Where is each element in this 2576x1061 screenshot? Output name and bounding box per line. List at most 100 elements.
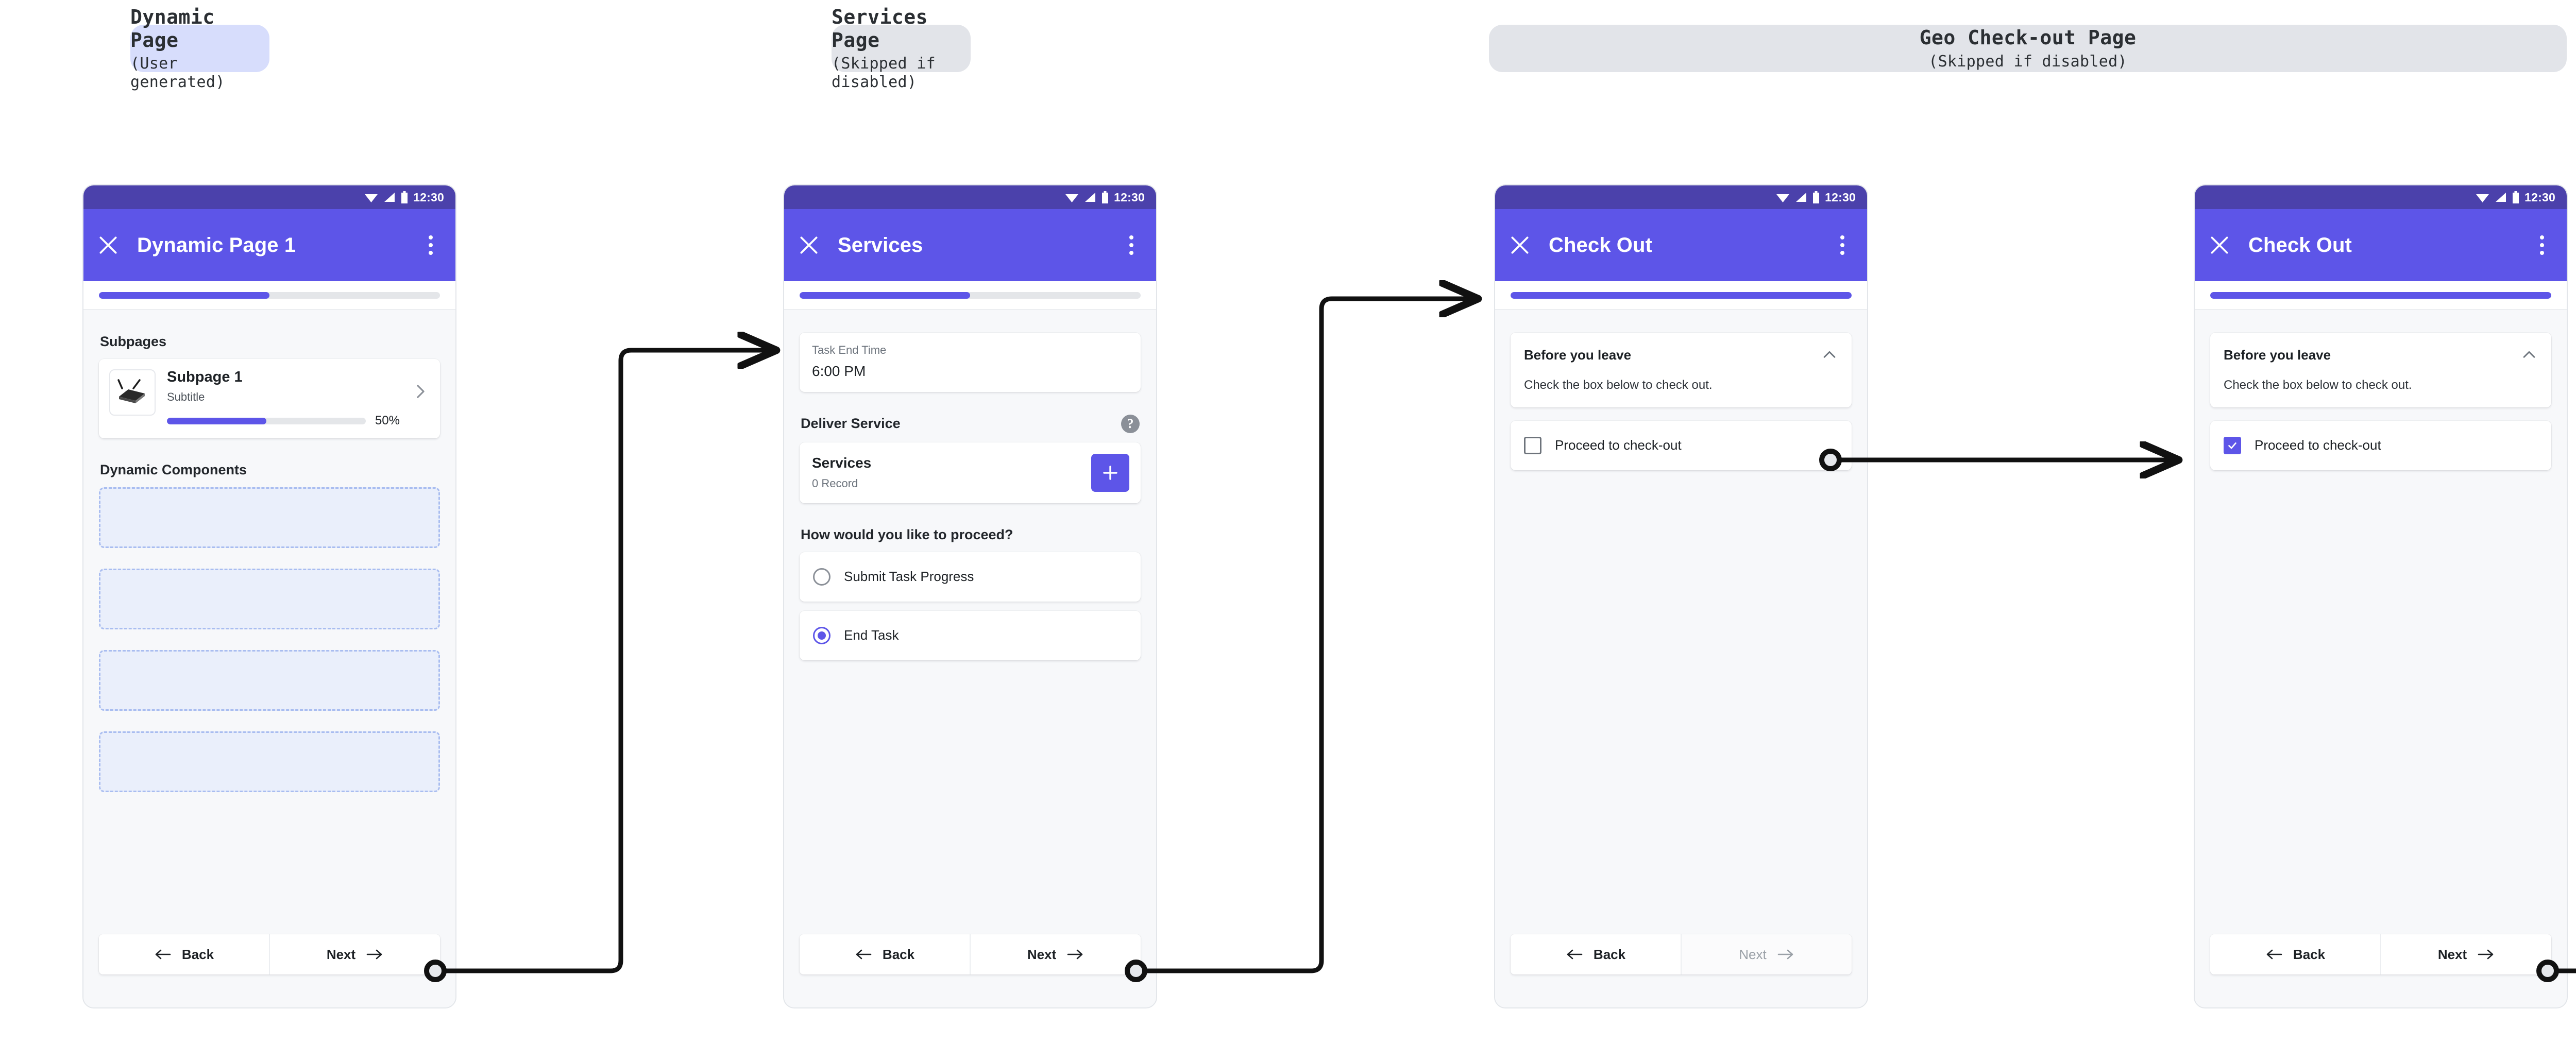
annotation-subtitle: (Skipped if disabled) (832, 55, 936, 91)
arrow-left-icon (2266, 949, 2282, 960)
proceed-question-label: How would you like to proceed? (801, 526, 1013, 542)
arrow-left-icon (1567, 949, 1583, 960)
bottom-nav: Back Next (99, 934, 440, 974)
screen-services: 12:30 Services Task End Time 6:00 PM Del… (783, 184, 1157, 1008)
proceed-checkbox-row[interactable]: Proceed to check-out (2210, 420, 2551, 470)
option-submit-task-progress[interactable]: Submit Task Progress (800, 552, 1141, 602)
status-bar: 12:30 (784, 185, 1156, 209)
close-icon[interactable] (2208, 234, 2231, 256)
dynamic-component-placeholder[interactable] (99, 569, 440, 630)
accordion-header[interactable]: Before you leave (2224, 346, 2538, 364)
radio-icon[interactable] (813, 568, 831, 586)
connector-services-to-checkout (1125, 299, 1475, 982)
close-icon[interactable] (1509, 234, 1531, 256)
deliver-service-header: Deliver Service ? (801, 414, 1140, 433)
page-progress-fill (2210, 292, 2551, 299)
connector-checkout-unchecked-to-checked (1819, 451, 2175, 469)
connector-dynamic-to-services (424, 350, 773, 982)
screen-check-out-unchecked: 12:30 Check Out Before you leave Check t… (1494, 184, 1868, 1008)
battery-icon (1813, 191, 1820, 203)
wifi-icon (2476, 194, 2489, 202)
back-button-label: Back (181, 946, 214, 962)
option-end-task[interactable]: End Task (800, 610, 1141, 660)
arrow-right-icon (1777, 949, 1793, 960)
arrow-left-icon (856, 949, 872, 960)
next-button[interactable]: Next (2380, 934, 2551, 974)
option-label: Submit Task Progress (844, 569, 974, 585)
chevron-up-icon[interactable] (1821, 346, 1838, 364)
screen-check-out-checked: 12:30 Check Out Before you leave Check t… (2194, 184, 2568, 1008)
add-service-button[interactable] (1091, 453, 1129, 492)
plus-icon (1103, 466, 1117, 480)
wifi-icon (1065, 194, 1079, 202)
services-record-info: Services 0 Record (812, 455, 871, 490)
dynamic-component-placeholder[interactable] (99, 487, 440, 549)
annotation-chip-services-page: Services Page (Skipped if disabled) (832, 6, 971, 91)
services-record-card[interactable]: Services 0 Record (800, 442, 1141, 503)
router-device-icon (109, 369, 156, 416)
screen-body: Subpages Subpage 1 Subtitle (83, 310, 455, 1007)
accordion-title: Before you leave (1524, 347, 1632, 363)
proceed-checkbox-row[interactable]: Proceed to check-out (1511, 420, 1852, 470)
help-icon[interactable]: ? (1121, 414, 1140, 433)
task-end-time-card[interactable]: Task End Time 6:00 PM (800, 333, 1141, 392)
kebab-menu-icon[interactable] (1831, 234, 1854, 256)
back-button[interactable]: Back (2210, 934, 2380, 974)
back-button[interactable]: Back (99, 934, 269, 974)
battery-icon (1102, 191, 1109, 203)
kebab-menu-icon[interactable] (1120, 234, 1143, 256)
signal-icon (1796, 193, 1807, 202)
page-progress (1495, 281, 1867, 310)
bottom-nav: Back Next (800, 934, 1141, 974)
task-end-time-value: 6:00 PM (812, 363, 866, 380)
next-button[interactable]: Next (269, 934, 440, 974)
screen-dynamic-page-1: 12:30 Dynamic Page 1 Subpages (82, 184, 456, 1008)
back-button[interactable]: Back (1511, 934, 1681, 974)
checkbox-icon[interactable] (1524, 436, 1541, 454)
subpage-card[interactable]: Subpage 1 Subtitle 50% (99, 359, 440, 439)
accordion-header[interactable]: Before you leave (1524, 346, 1838, 364)
accordion-body-text: Check the box below to check out. (1524, 378, 1713, 392)
kebab-menu-icon[interactable] (2531, 234, 2553, 256)
radio-icon-selected[interactable] (813, 626, 831, 644)
status-bar: 12:30 (2195, 185, 2567, 209)
subpage-progress-fill (167, 417, 266, 424)
kebab-menu-icon[interactable] (419, 234, 442, 256)
before-you-leave-card[interactable]: Before you leave Check the box below to … (1511, 333, 1852, 407)
subpage-progress-text: 50% (375, 414, 400, 428)
checkbox-icon-checked[interactable] (2224, 436, 2241, 454)
status-bar-time: 12:30 (1114, 190, 1145, 204)
subpage-subtitle: Subtitle (167, 390, 205, 403)
status-bar: 12:30 (83, 185, 455, 209)
back-button[interactable]: Back (800, 934, 970, 974)
page-progress-fill (1511, 292, 1852, 299)
option-label: End Task (844, 627, 899, 643)
next-button[interactable]: Next (970, 934, 1141, 974)
page-progress-fill (800, 292, 970, 299)
dynamic-component-placeholder[interactable] (99, 731, 440, 793)
status-bar-time: 12:30 (2524, 190, 2555, 204)
page-progress (83, 281, 455, 310)
page-progress-track (1511, 292, 1852, 299)
close-icon[interactable] (798, 234, 820, 256)
next-button-label: Next (1027, 946, 1057, 962)
checkbox-label: Proceed to check-out (1555, 437, 1682, 453)
page-progress (784, 281, 1156, 310)
deliver-service-label: Deliver Service (801, 416, 901, 432)
chevron-right-icon[interactable] (411, 383, 429, 400)
close-icon[interactable] (97, 234, 120, 256)
chevron-up-icon[interactable] (2520, 346, 2538, 364)
services-record-title: Services (812, 455, 872, 471)
page-progress-track (800, 292, 1141, 299)
app-bar-title: Services (838, 233, 923, 256)
app-bar: Check Out (2195, 209, 2567, 281)
status-bar-time: 12:30 (1825, 190, 1856, 204)
annotation-chip-dynamic-page: Dynamic Page (User generated) (130, 6, 269, 91)
app-bar-title: Dynamic Page 1 (137, 233, 296, 256)
status-bar: 12:30 (1495, 185, 1867, 209)
subpage-info: Subpage 1 Subtitle 50% (167, 369, 400, 428)
before-you-leave-card[interactable]: Before you leave Check the box below to … (2210, 333, 2551, 407)
dynamic-component-placeholder[interactable] (99, 650, 440, 711)
annotation-title: Services Page (832, 5, 928, 52)
